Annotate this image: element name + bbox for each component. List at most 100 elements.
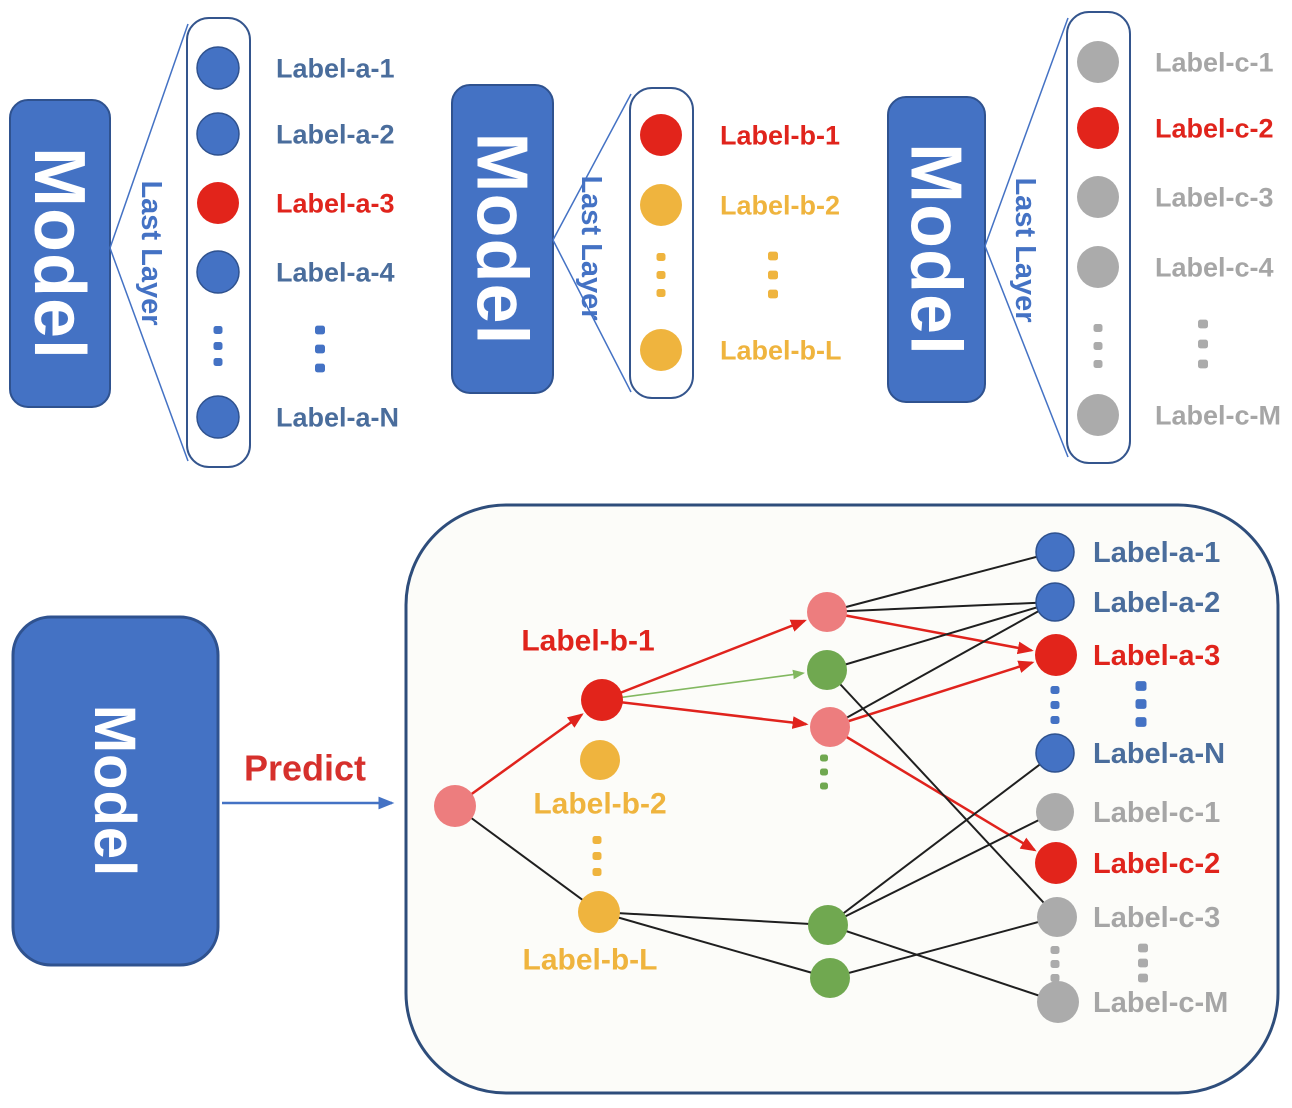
output-node [1077,41,1119,83]
label-column-ellipsis-dot-3 [1198,359,1208,369]
label-column-ellipsis-dot-2 [768,270,778,280]
ellipsis-bdots-dot-1 [592,836,602,844]
predict-label: Predict [244,748,366,789]
graph-node-c1 [1036,793,1074,831]
leaf-node-label: Label-c-2 [1093,848,1220,880]
last-layer-label: Last Layer [135,180,167,325]
ellipsis-ctdots-dot-3 [1138,973,1148,983]
graph-node-bL [578,891,620,933]
leaf-node-label: Label-c-3 [1093,902,1220,934]
graph-node-p2 [810,707,850,747]
edge-bL-g2 [598,911,829,926]
last-layer-label: Last Layer [575,175,607,320]
model-label: Model [895,143,975,356]
model-box-1 [9,99,111,408]
ellipsis-cndots-dot-1 [1050,946,1060,954]
edge-p1-a1 [826,551,1056,613]
output-node-label: Label-a-1 [276,53,395,83]
output-node-label: Label-b-2 [720,190,840,220]
output-node [1077,176,1119,218]
ellipsis-gdots-dot-2 [820,768,828,776]
connector-line-top [109,23,189,249]
ellipsis-atdots-dot-2 [1135,699,1147,709]
output-node-label: Label-c-1 [1155,47,1274,77]
graph-node-a2 [1035,582,1075,622]
model-label: Model [82,705,147,878]
output-node [1077,246,1119,288]
graph-node-cM [1037,981,1079,1023]
output-node [640,114,682,156]
ellipsis-cndots-dot-3 [1050,974,1060,982]
leaf-node-label: Label-c-1 [1093,797,1220,829]
output-node [196,250,240,294]
output-node-label: Label-b-L [720,335,842,365]
label-column-ellipsis-dot-1 [768,251,778,261]
edge-g1-c3 [826,669,1058,918]
ellipsis-cndots-dot-2 [1050,960,1060,968]
graph-node-root [434,785,476,827]
output-node-label: Label-a-3 [276,188,395,218]
ellipsis-andots-dot-3 [1050,716,1060,724]
output-node [640,184,682,226]
node-column-ellipsis-dot-1 [213,326,223,334]
output-node-label: Label-c-M [1155,400,1281,430]
connector-line-top [552,93,632,241]
edge-g2-aN [827,752,1056,926]
edge-p2-a2 [829,601,1056,728]
node-column-ellipsis-dot-3 [213,358,223,366]
ellipsis-bdots-dot-3 [592,868,602,876]
ellipsis-gdots-dot-1 [820,754,828,762]
branch-node-label: Label-b-2 [533,788,666,821]
connector-line-bottom [552,239,632,393]
graph-node-g2 [808,905,848,945]
edge-g3-c3 [829,916,1058,979]
output-node [196,46,240,90]
output-node [196,112,240,156]
node-column-ellipsis-dot-2 [656,271,666,279]
model-box-3 [887,96,986,403]
label-column-ellipsis-dot-2 [315,344,325,354]
edge-root-b1 [454,713,584,808]
model-box-bottom [11,615,220,967]
last-layer-label: Last Layer [1009,177,1041,322]
label-column-ellipsis-dot-2 [1198,339,1208,349]
connector-line-top [984,17,1069,247]
node-column-ellipsis-dot-2 [1093,342,1103,350]
output-node-label: Label-c-4 [1155,252,1274,282]
ellipsis-bdots-dot-2 [592,852,602,860]
edge-b1-p1 [601,619,807,702]
graph-node-a3 [1035,634,1077,676]
output-node [640,329,682,371]
edge-p2-c2 [829,725,1037,852]
leaf-node-label: Label-a-2 [1093,587,1220,619]
edge-p1-a3 [826,610,1034,655]
output-node-label: Label-c-3 [1155,182,1274,212]
output-node-label: Label-b-1 [720,120,840,150]
edge-b1-p2 [601,698,809,729]
branch-node-label: Label-b-L [523,944,658,977]
graph-node-a1 [1035,532,1075,572]
graph-node-c3 [1037,897,1077,937]
ellipsis-ctdots-dot-2 [1138,958,1148,968]
model-label: Model [19,147,99,360]
connector-line-bottom [109,247,189,462]
node-column-ellipsis-dot-2 [213,342,223,350]
edge-p2-a3 [829,660,1035,729]
edge-g2-cM [827,924,1059,1003]
ellipsis-andots-dot-2 [1050,701,1060,709]
ellipsis-atdots-dot-3 [1135,717,1147,727]
graph-node-g3 [810,958,850,998]
output-node [197,182,239,224]
leaf-node-label: Label-c-M [1093,987,1228,1019]
output-node-label: Label-a-2 [276,119,395,149]
output-node [1077,394,1119,436]
node-column-ellipsis-dot-1 [1093,324,1103,332]
leaf-node-label: Label-a-1 [1093,537,1220,569]
output-node-label: Label-a-4 [276,257,395,287]
edge-root-bL [454,805,600,913]
graph-node-g1 [807,650,847,690]
edge-g1-a2 [826,601,1056,671]
label-column-ellipsis-dot-3 [315,363,325,373]
edge-p1-a2 [826,601,1056,613]
